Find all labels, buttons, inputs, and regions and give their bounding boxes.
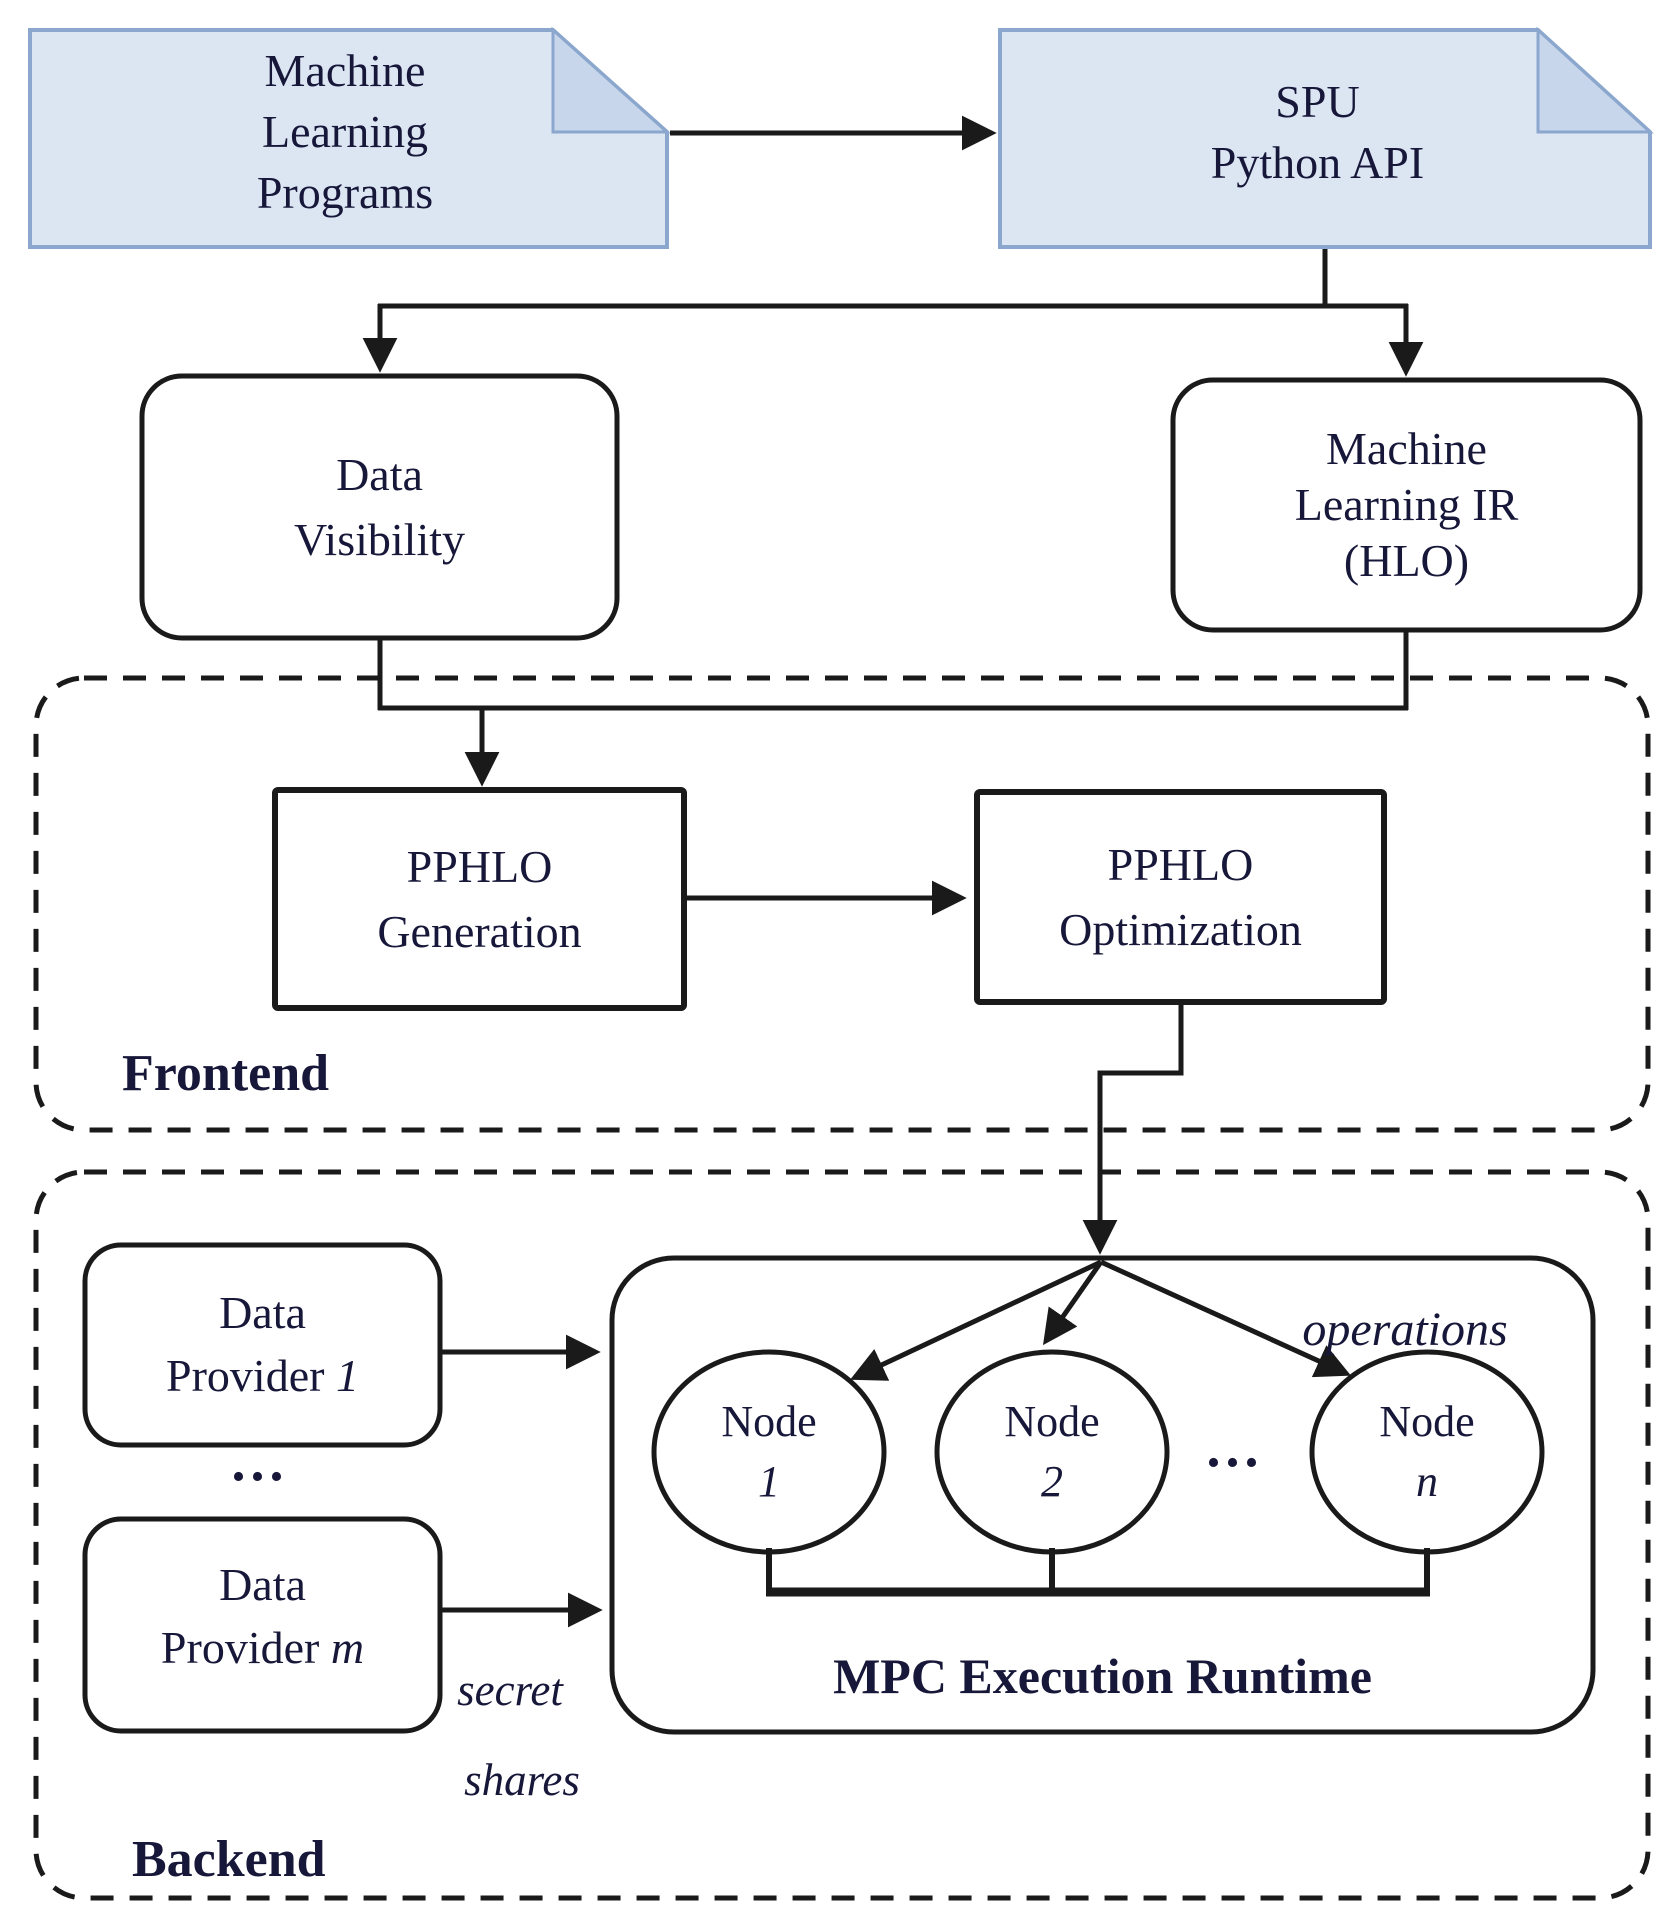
data-visibility-line: Data <box>336 448 423 500</box>
data-provider-m-label: Data Provider m <box>95 1552 430 1682</box>
pphlo-generation-label: PPHLO Generation <box>275 790 684 1008</box>
doc-ml-programs-line: Machine <box>264 45 426 97</box>
pphlo-optimization-line: PPHLO <box>1107 838 1254 890</box>
node-n-index: n <box>1416 1457 1438 1506</box>
operations-label: operations <box>1302 1302 1508 1356</box>
data-provider-1-word: Provider <box>166 1350 325 1401</box>
node-2-index: 2 <box>1041 1457 1063 1506</box>
arrow-ops-to-node-2 <box>1042 1260 1104 1346</box>
secret-shares-label-line2: shares <box>464 1755 580 1805</box>
pphlo-optimization-line: Optimization <box>1059 904 1302 955</box>
ml-ir-line: Machine <box>1326 422 1487 474</box>
node-2-label: Node 2 <box>967 1396 1137 1508</box>
providers-ellipsis: ... <box>231 1431 289 1493</box>
node-n-word: Node <box>1379 1397 1475 1447</box>
nodes-ellipsis: ... <box>1206 1417 1264 1479</box>
data-provider-1-line: Data <box>219 1287 306 1339</box>
doc-spu-api-label: SPU Python API <box>1005 30 1630 235</box>
ml-ir-line: (HLO) <box>1343 535 1470 587</box>
node-1-word: Node <box>721 1397 817 1447</box>
pphlo-optimization-label: PPHLO Optimization <box>977 792 1384 1002</box>
data-provider-1-index: 1 <box>335 1350 359 1401</box>
data-provider-1-label: Data Provider 1 <box>95 1280 430 1410</box>
arrow-ops-to-node-1 <box>850 1259 1103 1381</box>
data-provider-1-line: Provider 1 <box>166 1345 359 1408</box>
doc-ml-programs-label: Machine Learning Programs <box>40 30 650 235</box>
data-provider-m-line: Data <box>219 1559 306 1611</box>
secret-shares-label-line1: secret <box>457 1665 563 1715</box>
doc-spu-api-line: SPU <box>1275 75 1360 127</box>
data-visibility-line: Visibility <box>293 514 466 565</box>
frontend-group-label: Frontend <box>122 1045 330 1102</box>
backend-group-label: Backend <box>132 1831 326 1888</box>
data-provider-m-index: m <box>330 1622 365 1673</box>
mpc-runtime-label: MPC Execution Runtime <box>833 1648 1372 1704</box>
data-provider-m-word: Provider <box>160 1622 320 1673</box>
pphlo-generation-line: Generation <box>377 906 582 957</box>
ml-ir-line: Learning IR <box>1294 478 1519 530</box>
node-n-label: Node n <box>1342 1396 1512 1508</box>
data-provider-m-line: Provider m <box>161 1617 364 1680</box>
doc-ml-programs-line: Programs <box>256 166 434 218</box>
data-visibility-label: Data Visibility <box>142 376 617 638</box>
arrow-optimization-to-mpc <box>1082 1000 1184 1255</box>
ml-ir-label: Machine Learning IR (HLO) <box>1173 380 1640 630</box>
node-1-label: Node 1 <box>684 1396 854 1508</box>
doc-spu-api-line: Python API <box>1210 136 1425 188</box>
node-2-word: Node <box>1004 1397 1100 1447</box>
node-1-index: 1 <box>758 1457 780 1506</box>
doc-ml-programs-line: Learning <box>261 106 429 158</box>
pphlo-generation-line: PPHLO <box>406 840 553 892</box>
